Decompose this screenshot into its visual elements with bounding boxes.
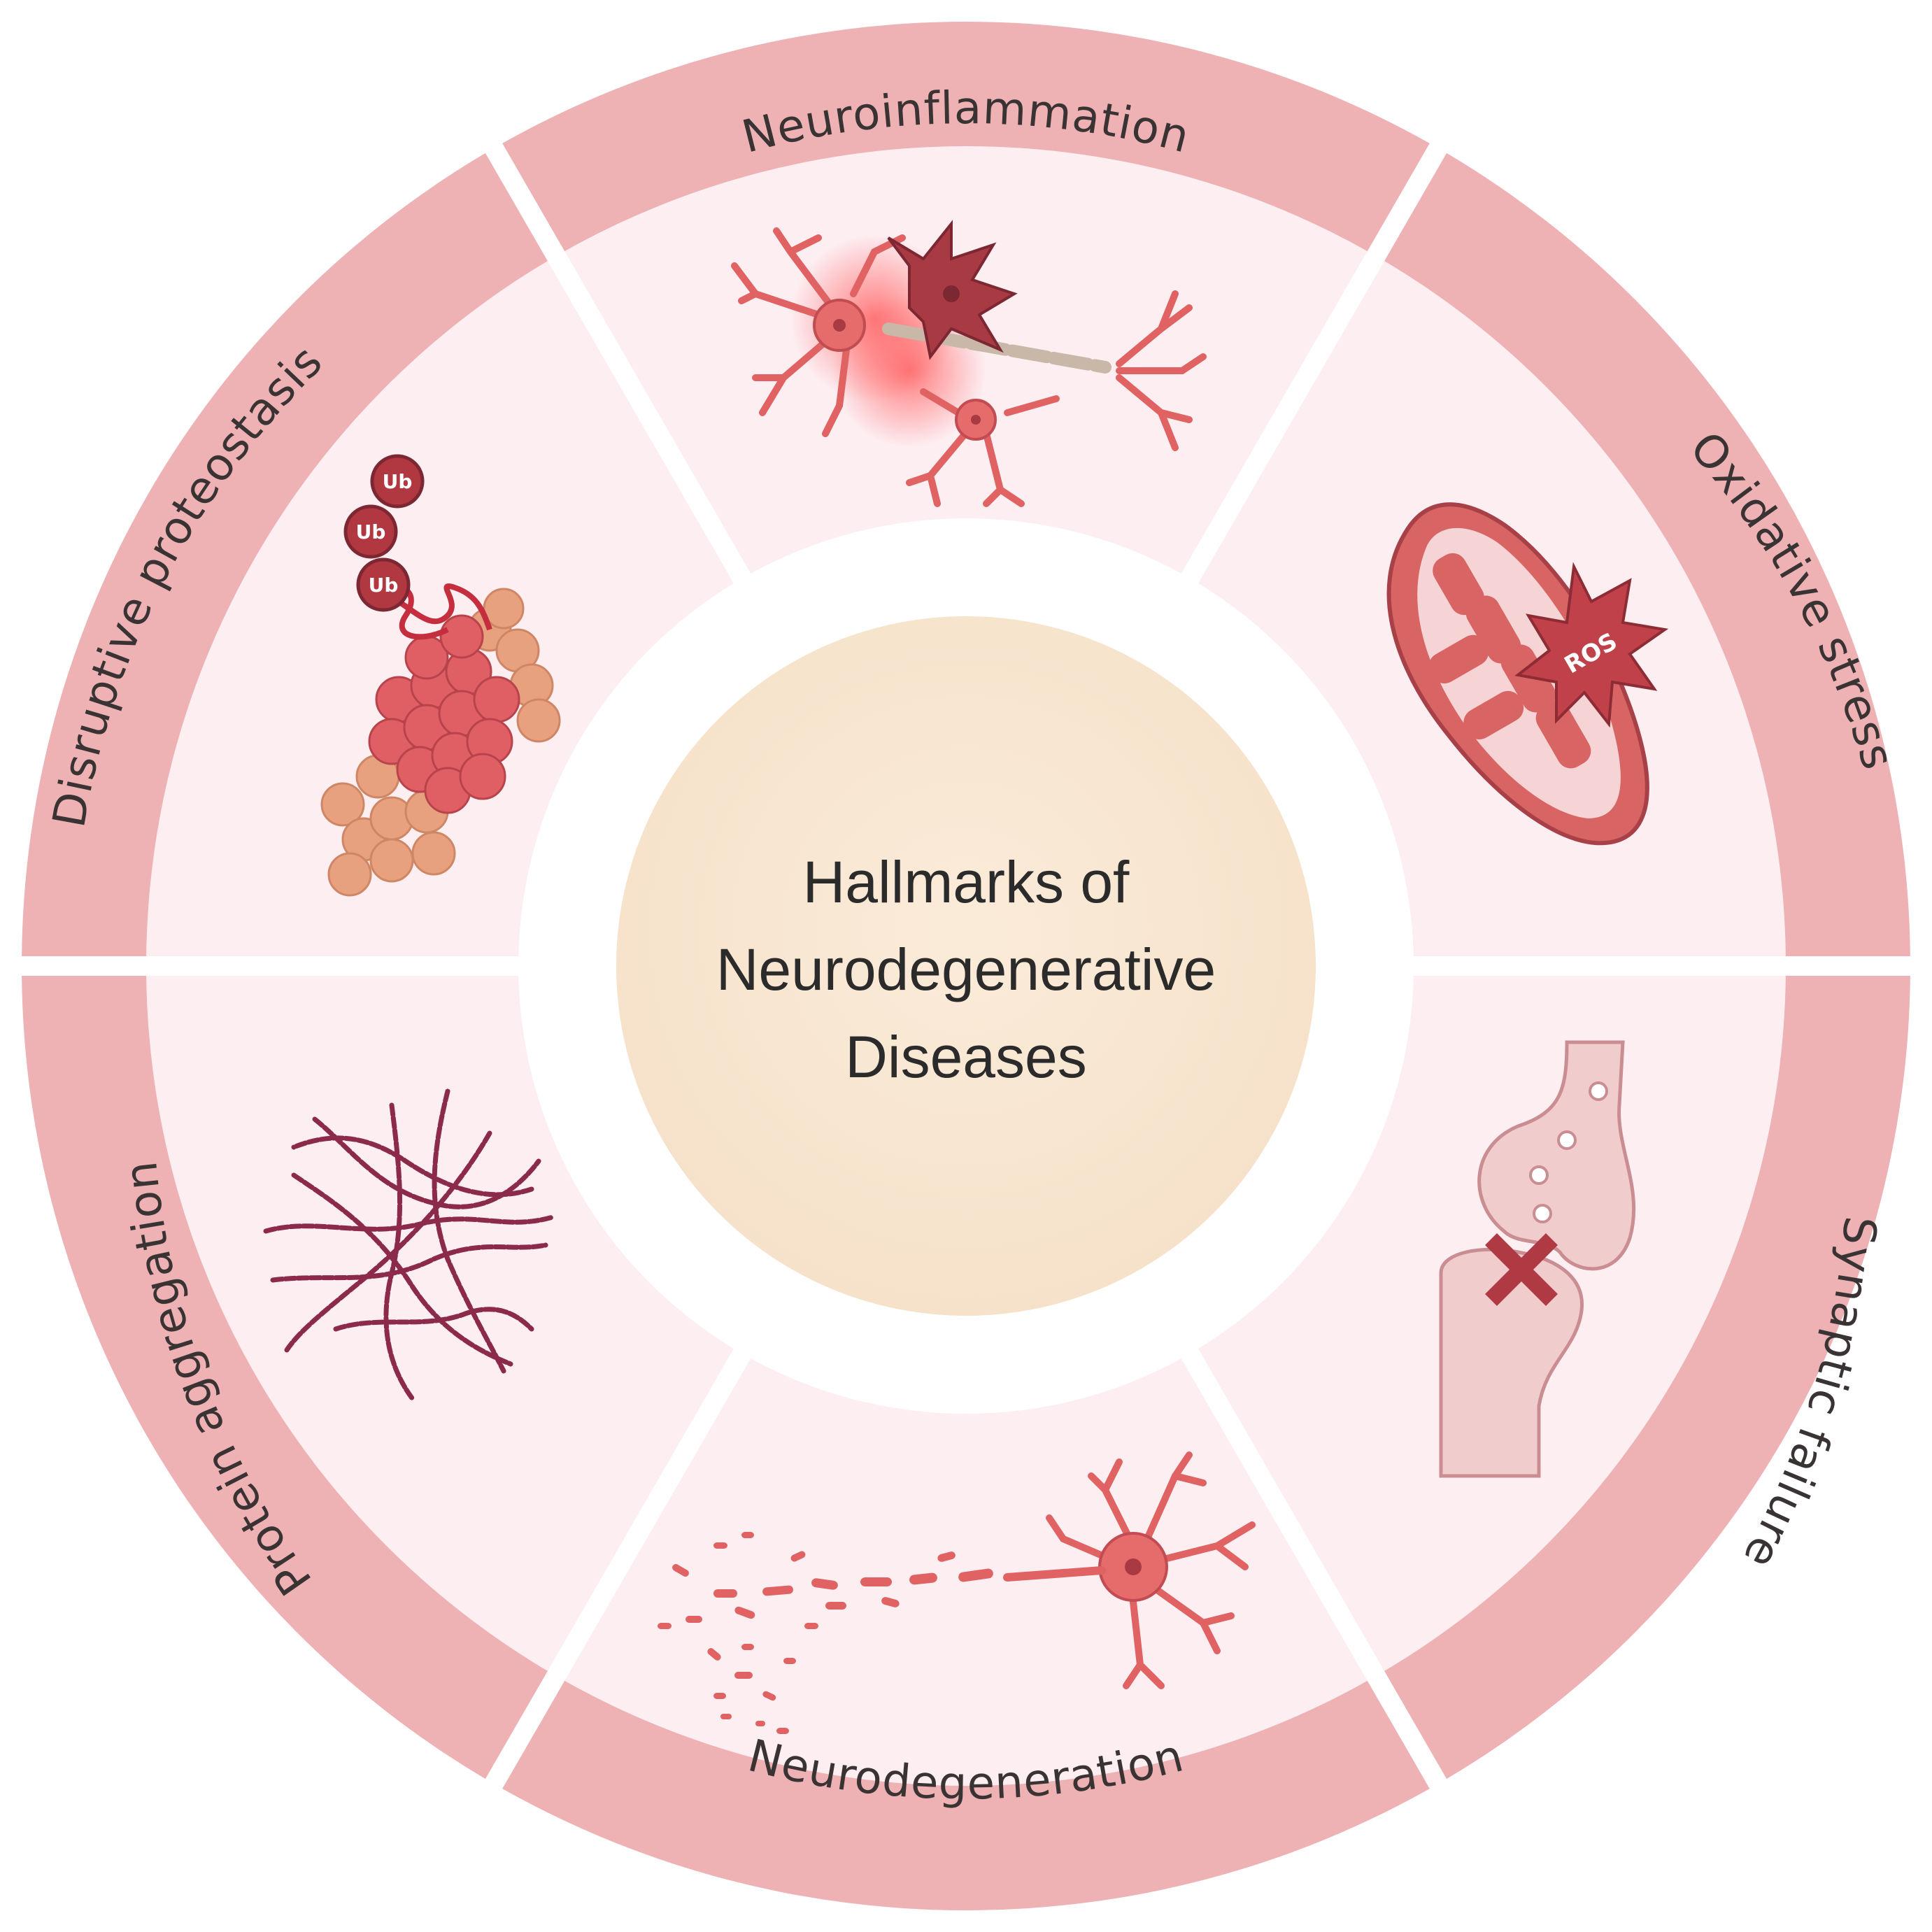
center-title-line-2: Neurodegenerative — [716, 937, 1216, 1002]
ub-label-1: Ub — [383, 470, 413, 493]
proteasome-icon: Ub Ub Ub — [320, 454, 561, 897]
degenerating-neuron-icon — [658, 1451, 1256, 1734]
outer-segment-disruptive-proteostasis — [22, 152, 548, 957]
outer-segment-neurodegeneration — [502, 1679, 1430, 1910]
center-circle — [616, 616, 1316, 1316]
inner-segment-disruptive-proteostasis — [146, 261, 734, 957]
center-title-line-1: Hallmarks of — [803, 849, 1130, 915]
ub-label-2: Ub — [356, 520, 386, 544]
mitochondrion-icon: ROS — [1386, 502, 1669, 846]
center-title-line-3: Diseases — [845, 1024, 1086, 1090]
synapse-icon — [1439, 1040, 1636, 1478]
outer-segment-synaptic-failure — [1384, 975, 1910, 1780]
protein-fibrils-icon — [263, 1088, 555, 1402]
outer-segment-neuroinflammation — [502, 22, 1430, 253]
neuroinflammation-icon — [731, 220, 1207, 507]
inner-segment-protein-aggregation — [146, 975, 734, 1671]
outer-segment-oxidative-stress — [1384, 152, 1910, 957]
outer-segment-protein-aggregation — [22, 975, 548, 1780]
ub-label-3: Ub — [369, 574, 399, 597]
